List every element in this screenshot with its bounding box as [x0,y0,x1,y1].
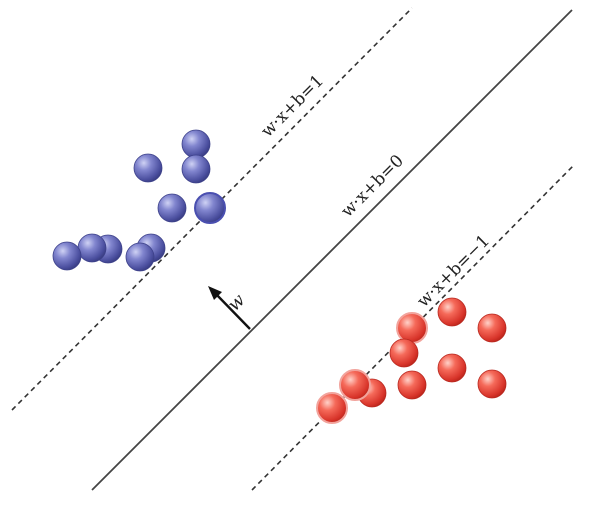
hyperplane-line [91,9,573,491]
blue-point [52,241,82,271]
normal-vector-arrow [208,286,251,330]
hyperplane-label: w·x+b=0 [337,151,408,222]
red-point [316,392,348,424]
normal-vector-label: w [224,289,250,315]
red-point [437,297,467,327]
red-point [477,369,507,399]
blue-point [77,233,107,263]
red-point [397,370,427,400]
blue-point [181,129,211,159]
red-point [339,369,371,401]
blue-point [157,193,187,223]
red-point [477,313,507,343]
red-point [389,338,419,368]
red-class-points [316,297,507,424]
red-point [437,353,467,383]
blue-class-points [52,129,226,272]
blue-point [194,192,226,224]
blue-point [133,153,163,183]
blue-point [125,242,155,272]
red-point [396,312,428,344]
upper-margin-label: w·x+b=1 [257,71,328,142]
blue-point [181,154,211,184]
